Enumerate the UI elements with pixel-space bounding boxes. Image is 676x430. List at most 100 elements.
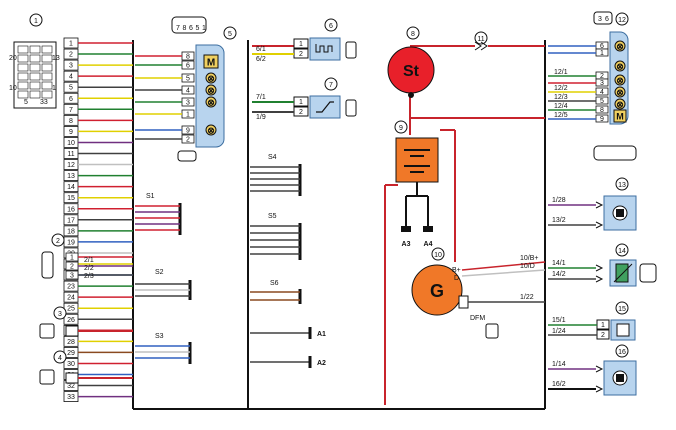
c6-pin-2: 2 <box>299 51 303 58</box>
component-2-number: 2 <box>56 238 60 245</box>
splice-s2: S2 <box>135 269 192 300</box>
main-connector-pin-label: 29 <box>67 350 75 357</box>
c7-pin-2: 2 <box>299 109 303 116</box>
main-connector-pin-label: 30 <box>67 361 75 368</box>
connector-cavity <box>41 45 53 54</box>
main-connector-pin-label: 13 <box>67 173 75 180</box>
main-connector-pin-label: 3 <box>69 63 73 70</box>
c1-inner-label-3: 1 <box>52 85 56 92</box>
main-connector-pin-label: 33 <box>67 394 75 401</box>
c5-pin-label: 8 <box>186 54 190 61</box>
c12-pin-label: 6 <box>600 43 604 50</box>
main-connector-pin-label: 14 <box>67 184 75 191</box>
c5-pin-label: 1 <box>186 112 190 119</box>
main-connector-pins: 1234567891011121314151617181920212223242… <box>63 37 133 403</box>
c12-plug-top-pin: 3 <box>598 16 602 23</box>
component-7-number: 7 <box>329 82 333 89</box>
component-15-number: 15 <box>618 306 626 313</box>
splice-s5-label: S5 <box>268 213 277 220</box>
sensor-element-icon <box>315 44 333 53</box>
component-9-battery: 9 A3 A4 <box>394 120 439 248</box>
generator-pin-d: D <box>454 275 459 282</box>
wire-label-1-9: 1/9 <box>256 114 266 121</box>
component-16-number: 16 <box>618 349 626 356</box>
lamp-icon <box>614 74 626 86</box>
lamp-icon <box>614 86 626 98</box>
main-connector-pin-label: 2 <box>69 52 73 59</box>
component-4-lamp <box>39 369 55 385</box>
main-connector-pin-label: 24 <box>67 295 75 302</box>
component-3-number: 3 <box>58 311 62 318</box>
motor-glyph: M <box>207 58 215 69</box>
component-5-plug-top <box>171 16 207 34</box>
component-1-number: 1 <box>34 18 38 25</box>
splice-s1: S1 <box>135 193 182 235</box>
lamp-glyph: ⊗ <box>616 42 624 52</box>
component-11: 11 <box>474 31 488 51</box>
c5-plug-top-pin: 5 <box>196 25 200 32</box>
c12-pin-label: 9 <box>600 116 604 123</box>
c15-pin-2: 2 <box>601 332 605 339</box>
splice-s6-label: S6 <box>270 280 279 287</box>
splice-s3-label: S3 <box>155 333 164 340</box>
component-16: 16 <box>548 344 637 396</box>
ground-a4-label: A4 <box>424 241 433 248</box>
splice-s3: S3 <box>135 333 192 364</box>
lamp-glyph: ⊗ <box>207 86 215 96</box>
lamp-icon <box>205 124 217 136</box>
component-4-number: 4 <box>58 355 62 362</box>
motor-icon <box>613 109 627 123</box>
starter-label: St <box>403 63 420 80</box>
component-6-plug <box>345 41 357 59</box>
connector-cavity <box>41 90 53 99</box>
main-connector-pin-label: 32 <box>67 383 75 390</box>
component-6-number: 6 <box>329 23 333 30</box>
component-12-plug-top <box>593 11 613 25</box>
connector-cavity <box>17 81 29 90</box>
motor-icon <box>203 54 219 69</box>
connector-cavity <box>17 54 29 63</box>
c5-plug-top-pin: 7 <box>176 25 180 32</box>
lamp-glyph: ⊗ <box>207 126 215 136</box>
connector-cavity <box>29 81 41 90</box>
generator-terminal <box>458 295 469 309</box>
connector-cavity <box>41 63 53 72</box>
wire-label-12-2: 12/2 <box>554 85 568 92</box>
ground-a1-label: A1 <box>317 331 326 338</box>
c1-inner-label-0: 20 <box>9 55 17 62</box>
main-connector-pin-label: 17 <box>67 217 75 224</box>
wire-label-12-4: 12/4 <box>554 103 568 110</box>
main-connector-pin-label: 19 <box>67 239 75 246</box>
lamp-glyph: ⊗ <box>616 100 624 110</box>
c1-inner-label-5: 33 <box>40 99 48 106</box>
component-5-plug-bottom <box>177 150 197 162</box>
right-feed-wires <box>548 45 596 120</box>
ground-bus <box>132 40 546 410</box>
main-connector-pin-label: 10 <box>67 140 75 147</box>
switch-icon <box>316 101 334 113</box>
component-15: 15 1 2 <box>548 301 636 341</box>
connector-cavity <box>17 72 29 81</box>
main-connector-pin-label: 25 <box>67 306 75 313</box>
c15-pin-1: 1 <box>601 322 605 329</box>
c12-pin-label: 1 <box>600 50 604 57</box>
c5-plug-top-pin: 6 <box>189 25 193 32</box>
component-8-starter: 8 St <box>387 26 435 98</box>
main-connector-pin-label: 18 <box>67 228 75 235</box>
main-connector-pin-label: 8 <box>69 118 73 125</box>
c1-inner-label-2: 13 <box>52 55 60 62</box>
splice-s6: S6 <box>250 280 302 304</box>
main-connector-pin-label: 5 <box>69 85 73 92</box>
lamp-glyph: ⊗ <box>616 62 624 72</box>
c12-plug-top-pin: 6 <box>605 16 609 23</box>
connector-cavity <box>29 72 41 81</box>
dfm-label: DFM <box>470 315 485 322</box>
generator-pin-b: B+ <box>452 267 461 274</box>
c5-pin-label: 5 <box>186 76 190 83</box>
wire-label-6-1: 6/1 <box>256 46 266 53</box>
